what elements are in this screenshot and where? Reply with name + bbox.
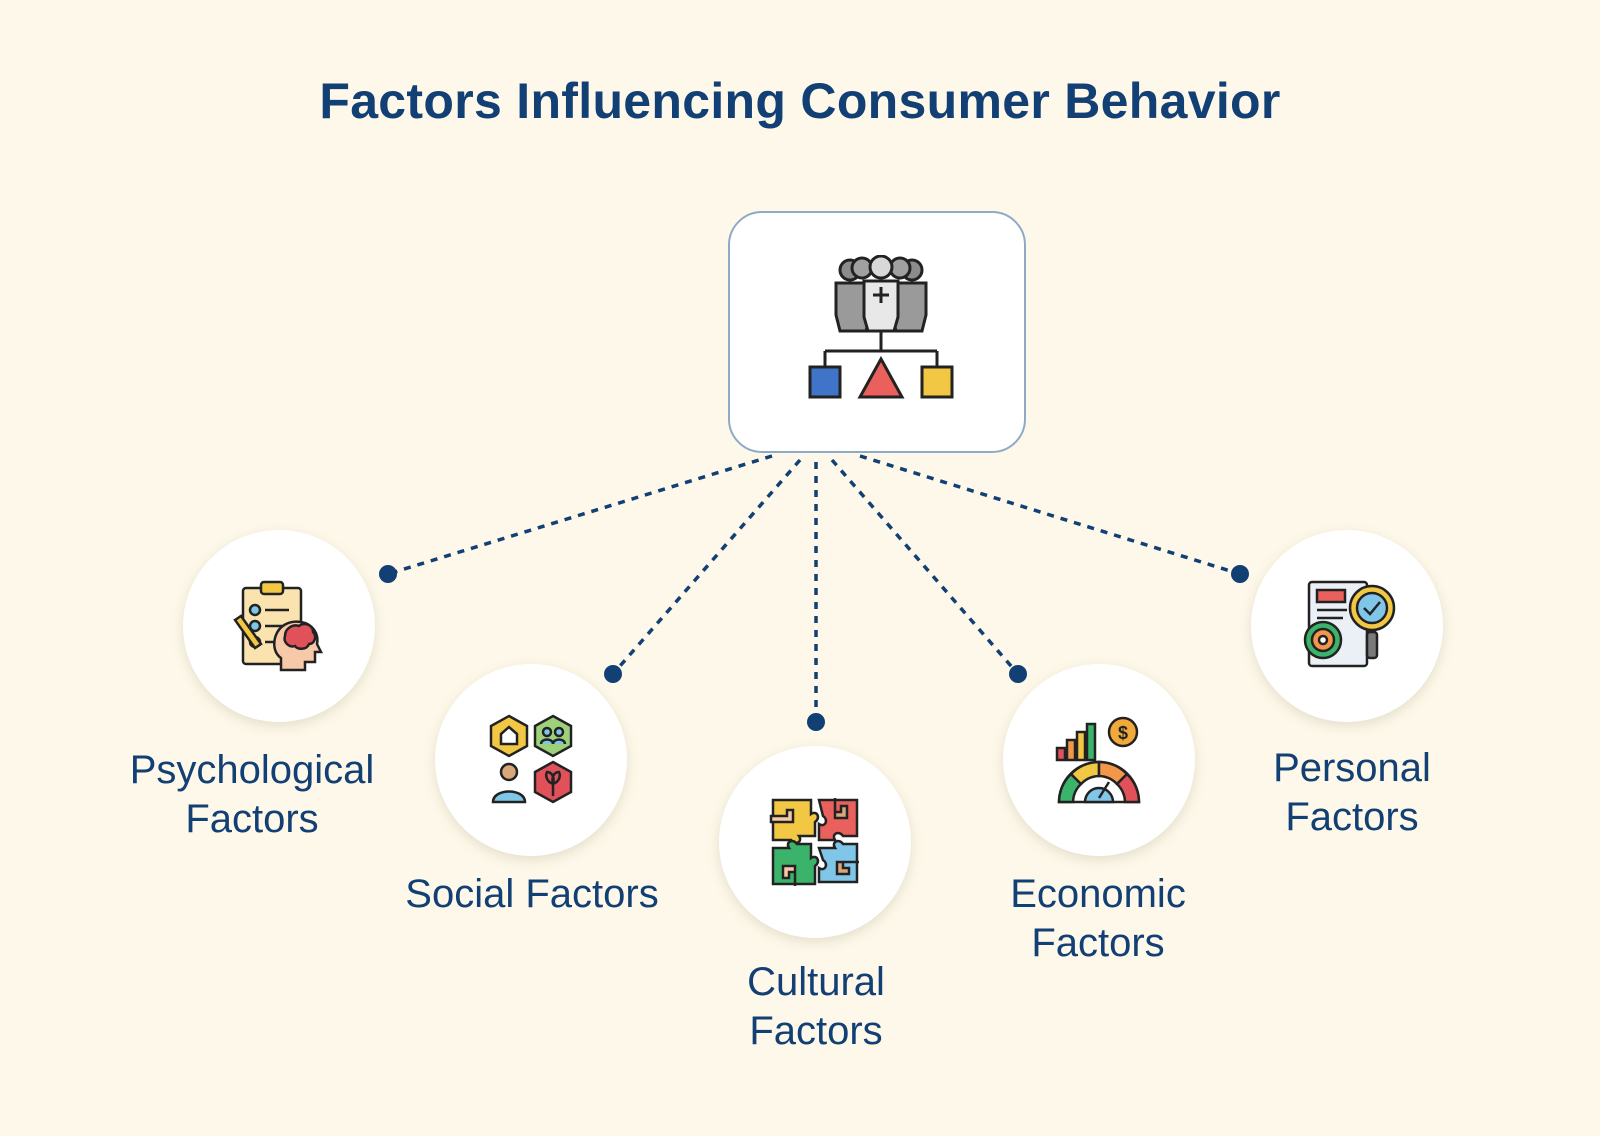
connector-dot-social [604, 665, 622, 683]
connector-dot-economic [1009, 665, 1027, 683]
connector-social [611, 458, 802, 676]
cultural-label-line2: Factors [749, 1009, 883, 1053]
connector-economic [830, 458, 1020, 676]
psychological-factors-circle [183, 530, 375, 722]
page-title: Factors Influencing Consumer Behavior [319, 73, 1281, 129]
social-factors-circle [435, 664, 627, 856]
personal-factors-circle [1251, 530, 1443, 722]
economic-factors-label: Economic Factors [938, 870, 1258, 968]
economic-factors-circle: $ [1003, 664, 1195, 856]
connector-dot-personal [1231, 565, 1249, 583]
social-factors-label: Social Factors [372, 870, 692, 919]
personal-factors-label: Personal Factors [1192, 744, 1512, 842]
personal-label-line1: Personal [1273, 746, 1431, 790]
psychological-factors-label: Psychological Factors [92, 746, 412, 844]
psychological-label-line2: Factors [185, 797, 319, 841]
consumer-group-hierarchy-icon [808, 255, 954, 399]
cultural-label-line1: Cultural [747, 960, 885, 1004]
social-label-line1: Social Factors [405, 872, 659, 916]
finance-gauge-icon: $ [1055, 716, 1141, 804]
connector-dot-psychological [379, 565, 397, 583]
community-hexagons-icon [489, 714, 573, 804]
puzzle-hands-icon [769, 798, 859, 886]
connector-dot-cultural [807, 713, 825, 731]
document-gear-magnifier-icon [1303, 580, 1396, 668]
cultural-factors-circle [719, 746, 911, 938]
cultural-factors-label: Cultural Factors [656, 958, 976, 1056]
clipboard-brain-icon [233, 580, 324, 672]
central-hub-card [728, 211, 1026, 453]
economic-label-line1: Economic [1010, 872, 1186, 916]
psychological-label-line1: Psychological [129, 748, 375, 792]
personal-label-line2: Factors [1285, 795, 1419, 839]
connector-personal [859, 454, 1241, 576]
economic-label-line2: Factors [1031, 921, 1165, 965]
svg-text:$: $ [1118, 723, 1128, 743]
connector-psychological [387, 454, 773, 576]
